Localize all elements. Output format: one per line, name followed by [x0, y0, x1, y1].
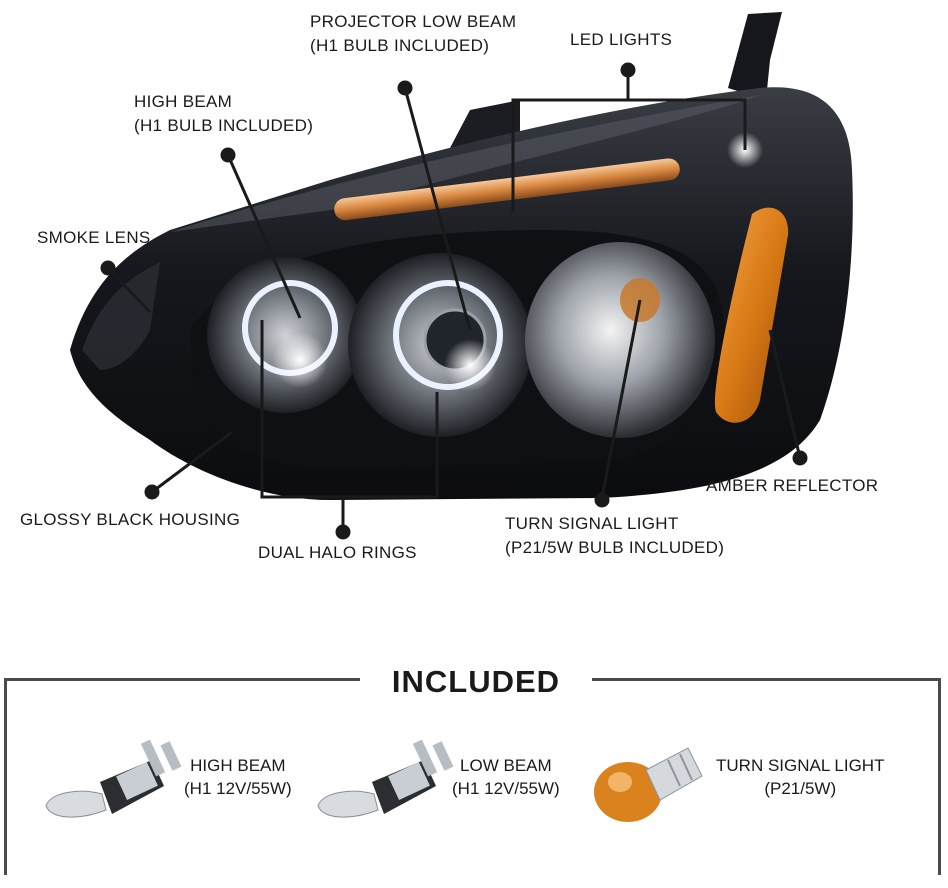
included-item-high-beam: HIGH BEAM (H1 12V/55W) [184, 754, 292, 800]
label-smoke-lens: SMOKE LENS [37, 226, 151, 250]
label-projector-low-beam: PROJECTOR LOW BEAM (H1 BULB INCLUDED) [310, 10, 516, 58]
amber-reflector [714, 207, 789, 423]
label-line: LED LIGHTS [570, 30, 673, 49]
label-high-beam: HIGH BEAM (H1 BULB INCLUDED) [134, 90, 313, 138]
housing-highlight [170, 95, 760, 232]
included-title: INCLUDED [360, 662, 592, 702]
label-led-lights: LED LIGHTS [570, 28, 672, 52]
low-beam-halo-ring [393, 280, 503, 390]
label-line: (P21/5W BULB INCLUDED) [505, 538, 725, 557]
included-item-turn-signal: TURN SIGNAL LIGHT (P21/5W) [716, 754, 884, 800]
h1-bulb-icon [317, 739, 454, 818]
high-beam-glow [272, 332, 328, 388]
label-line: DUAL HALO RINGS [258, 543, 417, 562]
included-item-spec: (H1 12V/55W) [184, 779, 292, 798]
smoke-lens-edge [82, 262, 160, 370]
label-line: (H1 BULB INCLUDED) [134, 116, 314, 135]
label-line: PROJECTOR LOW BEAM [310, 12, 517, 31]
mounting-bracket [728, 12, 782, 100]
turn-signal-reflector [525, 242, 715, 438]
callout-dot [144, 484, 160, 500]
label-line: (H1 BULB INCLUDED) [310, 36, 490, 55]
label-line: HIGH BEAM [134, 92, 233, 111]
label-glossy-black-housing: GLOSSY BLACK HOUSING [20, 508, 240, 532]
callout-dot [100, 260, 116, 276]
callout-lines [100, 62, 808, 540]
label-line: AMBER REFLECTOR [706, 476, 879, 495]
projector-glow [444, 339, 496, 391]
included-item-spec: (P21/5W) [764, 779, 837, 798]
amber-p21-bulb-icon [594, 747, 703, 822]
callout-dot [792, 450, 808, 466]
included-item-low-beam: LOW BEAM (H1 12V/55W) [452, 754, 560, 800]
label-line: TURN SIGNAL LIGHT [505, 514, 679, 533]
included-item-name: TURN SIGNAL LIGHT [716, 756, 885, 775]
label-dual-halo-rings: DUAL HALO RINGS [258, 541, 417, 565]
label-amber-reflector: AMBER REFLECTOR [706, 474, 878, 498]
h1-bulb-icon [45, 739, 182, 818]
label-line: SMOKE LENS [37, 228, 151, 247]
callout-dot [220, 147, 236, 163]
included-item-name: LOW BEAM [460, 756, 552, 775]
label-line: GLOSSY BLACK HOUSING [20, 510, 241, 529]
callout-dot [594, 492, 610, 508]
callout-dot [335, 524, 351, 540]
label-turn-signal-light: TURN SIGNAL LIGHT (P21/5W BULB INCLUDED) [505, 512, 724, 560]
included-item-name: HIGH BEAM [190, 756, 286, 775]
callout-dot [620, 62, 636, 78]
headlight-diagram [70, 12, 853, 540]
led-light-strip [334, 158, 680, 221]
included-item-spec: (H1 12V/55W) [452, 779, 560, 798]
callout-dot [397, 80, 413, 96]
